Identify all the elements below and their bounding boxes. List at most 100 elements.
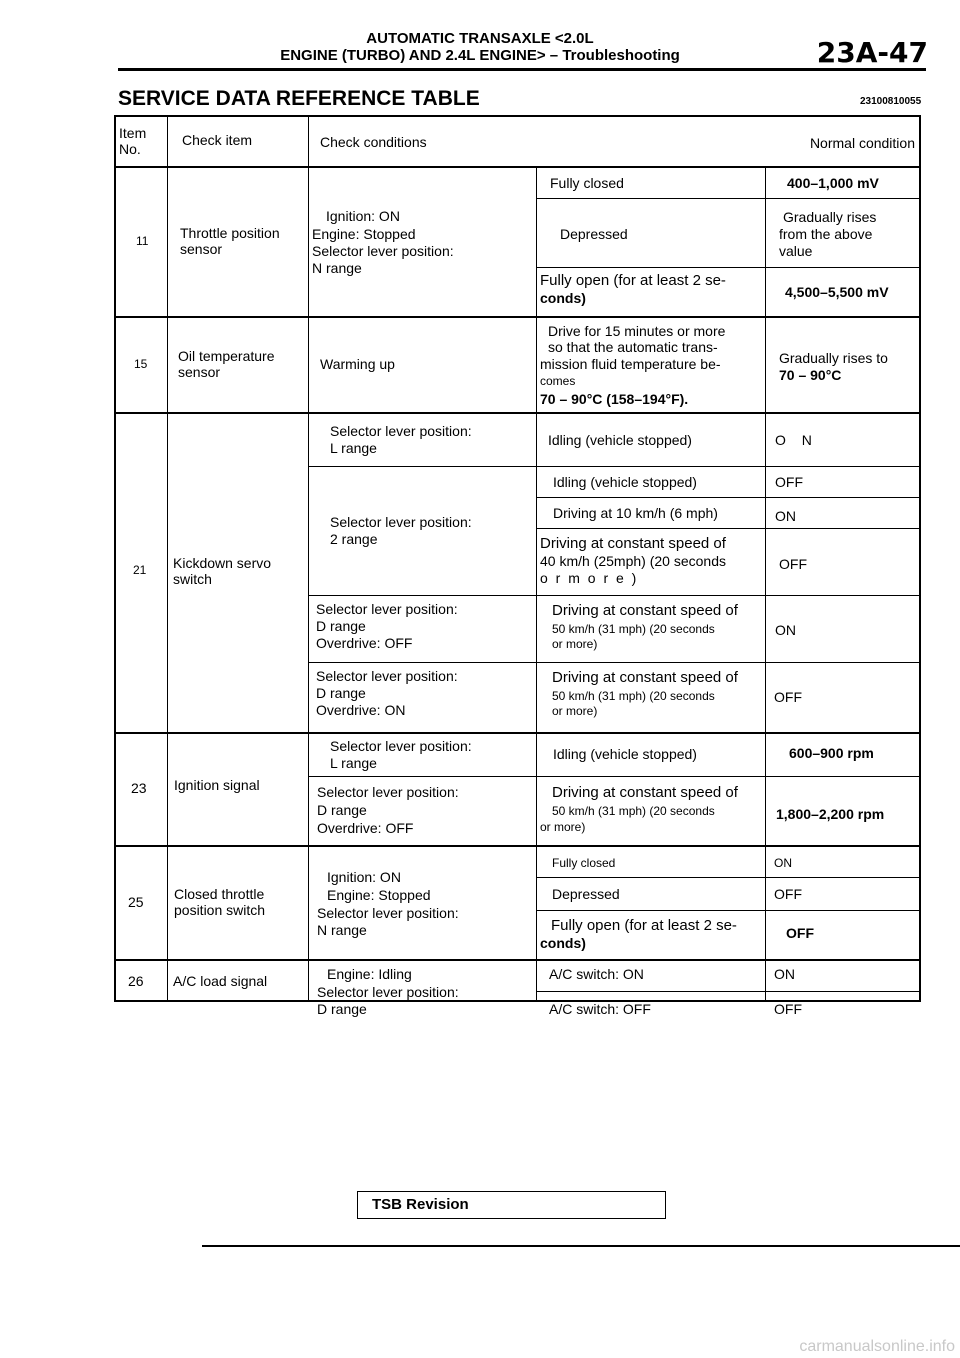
row-25-sub-1: Fully closed (552, 856, 616, 870)
row-25-cond-1: Ignition: ON (327, 869, 401, 885)
row-21-d-cond-2: D range (316, 685, 366, 701)
watermark: carmanualsonline.info (799, 1338, 955, 1355)
footer-rule (202, 1245, 960, 1247)
row-21-a-cond-2: L range (330, 440, 377, 456)
row-11-no: 11 (136, 234, 149, 248)
row-25-sub-2: Depressed (552, 886, 620, 902)
tsb-revision-box (357, 1191, 666, 1219)
row-15-sub-line-2: so that the automatic trans- (548, 339, 718, 355)
document-id: 23100810055 (860, 96, 922, 107)
row-26-sub-1: A/C switch: ON (549, 966, 644, 982)
row-21-a-val: O N (775, 432, 812, 448)
row-26-no: 26 (128, 973, 144, 989)
table-border-top (114, 115, 921, 117)
row-21-b3-sub-line-3: o r m o r e ) (540, 570, 639, 586)
row-21-b3-val: OFF (779, 556, 807, 572)
row-21-b-cond-1: Selector lever position: (330, 514, 472, 530)
row-21-b3-sub-line-2: 40 km/h (25mph) (20 seconds (540, 553, 726, 569)
row-21-a-cond-1: Selector lever position: (330, 423, 472, 439)
row-11-val-3: 4,500–5,500 mV (785, 284, 889, 300)
table-border-left (114, 115, 116, 1002)
header-item-no: Item No. (119, 125, 147, 157)
row-23-item: Ignition signal (174, 777, 260, 793)
row-23-b-cond-1: Selector lever position: (317, 784, 459, 800)
row-23-b-sub-line-1: Driving at constant speed of (552, 784, 738, 801)
row-21-d-cond-1: Selector lever position: (316, 668, 458, 684)
header-rule (118, 68, 926, 71)
header-line-1: AUTOMATIC TRANSAXLE <2.0L (366, 30, 594, 47)
row-11-val-2-line-2: from the above (779, 226, 873, 242)
row-25-cond-2: Engine: Stopped (327, 887, 431, 903)
row-25-cond-3: Selector lever position: (317, 905, 459, 921)
column-divider-subcondition (536, 167, 537, 1002)
row-21-divider-b2 (536, 528, 919, 529)
row-23-b-cond-3: Overdrive: OFF (317, 820, 414, 836)
row-21-c-sub-line-1: Driving at constant speed of (552, 602, 738, 619)
row-25-cond-4: N range (317, 922, 367, 938)
row-25-val-2: OFF (774, 886, 802, 902)
row-25-val-1: ON (774, 856, 792, 870)
row-25-item: Closed throttle position switch (174, 886, 266, 918)
row-23-b-val: 1,800–2,200 rpm (776, 806, 885, 822)
row-11-bottom (114, 316, 921, 318)
header-normal-condition: Normal condition (809, 135, 915, 151)
row-26-cond-2: Selector lever position: (317, 984, 459, 1000)
row-26-val-2: OFF (774, 1001, 802, 1017)
page-title: SERVICE DATA REFERENCE TABLE (118, 87, 480, 110)
row-11-cond-2: Engine: Stopped (312, 226, 416, 242)
table-border-right (919, 115, 921, 1002)
column-divider-conditions (308, 115, 309, 1002)
row-25-val-3: OFF (786, 925, 814, 941)
row-15-sub-line-4: comes (540, 374, 576, 388)
column-divider-item (167, 115, 168, 1002)
row-23-a-sub: Idling (vehicle stopped) (553, 746, 697, 762)
row-11-cond-3: Selector lever position: (312, 243, 454, 259)
row-11-cond-1: Ignition: ON (326, 208, 400, 224)
row-23-bottom (114, 845, 921, 847)
row-15-bottom (114, 412, 921, 414)
header-line-2: ENGINE (TURBO) AND 2.4L ENGINE> – Troubl… (280, 47, 680, 64)
column-divider-normal (765, 167, 766, 1002)
row-11-val-1: 400–1,000 mV (787, 175, 879, 191)
row-11-sub-3-line-2: conds) (540, 290, 586, 306)
row-15-item: Oil temperature sensor (178, 348, 275, 380)
row-23-a-cond-2: L range (330, 755, 377, 771)
row-21-a-sub: Idling (vehicle stopped) (548, 432, 692, 448)
row-21-b2-val: ON (775, 508, 796, 524)
row-15-val-line-1: Gradually rises to (779, 350, 888, 366)
row-21-c-cond-1: Selector lever position: (316, 601, 458, 617)
row-11-sub-3-line-1: Fully open (for at least 2 se- (540, 272, 726, 289)
row-26-cond-3: D range (317, 1001, 367, 1017)
row-21-c-val: ON (775, 622, 796, 638)
row-25-sub-3-line-2: conds) (540, 935, 586, 951)
row-21-d-sub-line-2: 50 km/h (31 mph) (20 seconds (552, 689, 715, 703)
row-26-sub-2: A/C switch: OFF (549, 1001, 651, 1017)
row-21-divider-a (308, 466, 919, 467)
row-11-sub-2: Depressed (560, 226, 628, 242)
row-21-c-cond-2: D range (316, 618, 366, 634)
table-border-bottom (114, 1000, 921, 1002)
row-25-divider-1 (536, 877, 919, 878)
row-21-b1-sub: Idling (vehicle stopped) (553, 474, 697, 490)
row-21-c-cond-3: Overdrive: OFF (316, 635, 413, 651)
row-11-divider-1 (536, 198, 919, 199)
row-21-d-val: OFF (774, 689, 802, 705)
row-11-val-2-line-3: value (779, 243, 813, 259)
row-21-d-cond-3: Overdrive: ON (316, 702, 406, 718)
row-21-divider-b1 (536, 497, 919, 498)
row-15-sub-line-5: 70 – 90°C (158–194°F). (540, 391, 689, 407)
row-26-divider (536, 991, 919, 992)
row-11-sub-1: Fully closed (550, 175, 624, 191)
row-21-b-cond-2: 2 range (330, 531, 378, 547)
row-23-a-val: 600–900 rpm (789, 745, 874, 761)
row-25-bottom (114, 959, 921, 961)
header-check-item: Check item (182, 132, 253, 148)
row-23-b-sub-line-2: 50 km/h (31 mph) (20 seconds (552, 804, 715, 818)
row-21-divider-b (308, 595, 919, 596)
row-21-c-sub-line-3: or more) (552, 637, 598, 651)
row-15-no: 15 (134, 357, 148, 371)
row-21-item: Kickdown servo switch (173, 555, 272, 587)
row-23-no: 23 (131, 780, 147, 796)
row-11-divider-2 (536, 267, 919, 268)
row-21-no: 21 (133, 563, 147, 577)
